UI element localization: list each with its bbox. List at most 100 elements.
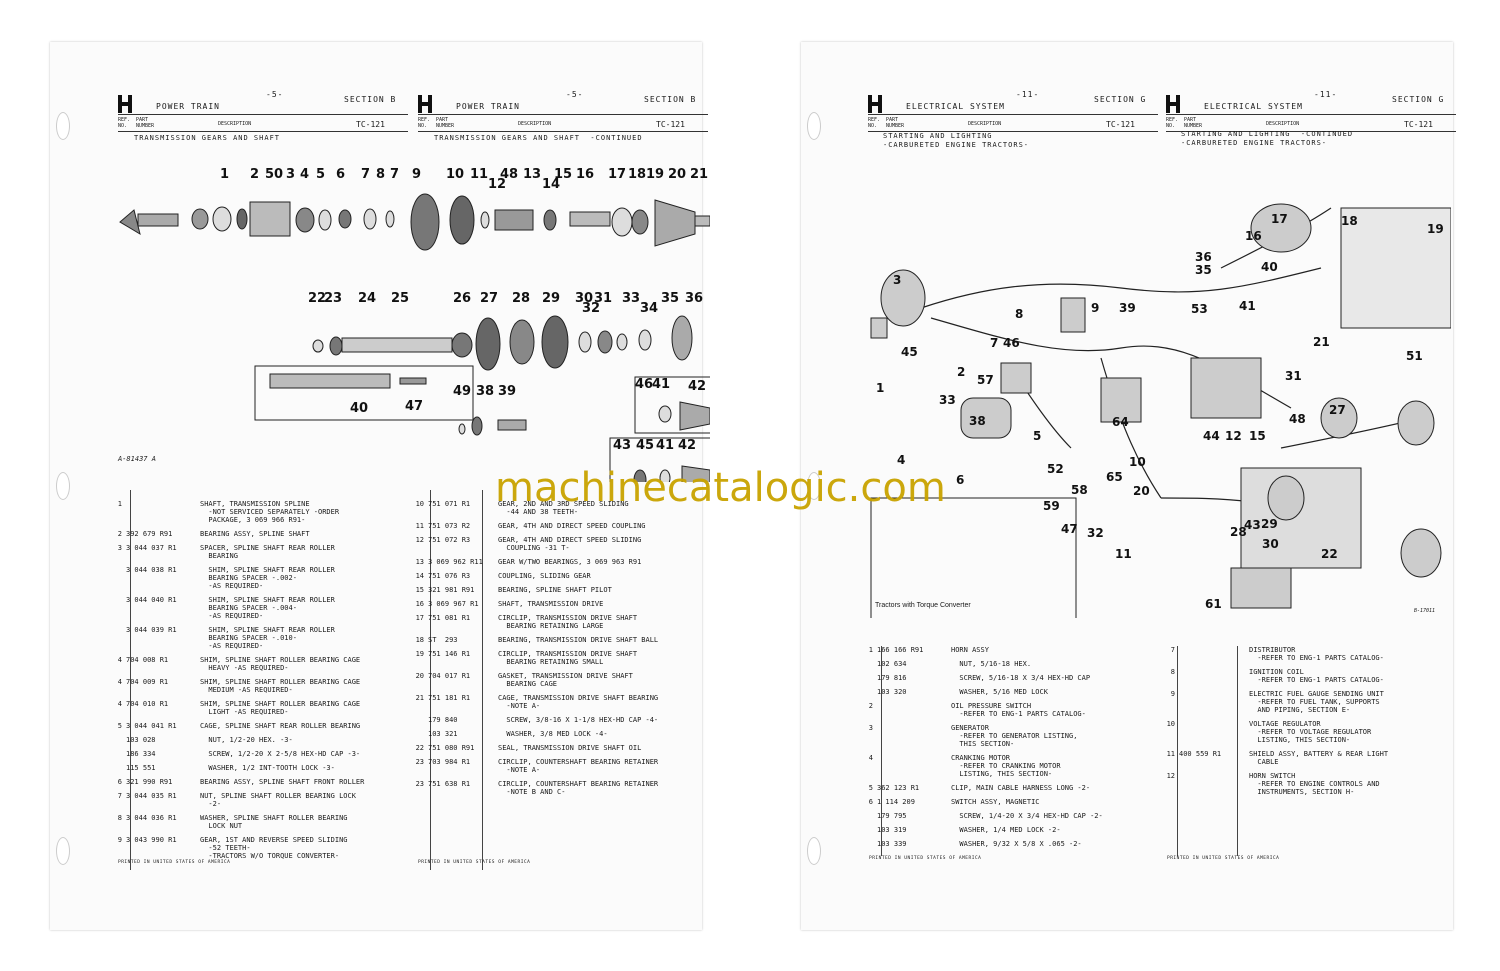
part-number: 400 559 R1 — [1179, 750, 1222, 758]
page-subtitle: STARTING AND LIGHTING -CARBURETED ENGINE… — [883, 132, 1030, 149]
ref-number: 10 — [415, 500, 424, 508]
column-headers: REF. NO. PART NUMBER DESCRIPTION — [118, 114, 408, 132]
right-catalog-sheet: ELECTRICAL SYSTEM -11- SECTION G REF. NO… — [801, 42, 1456, 930]
callout-label: 27 — [480, 291, 498, 306]
wiring-harness-diagram: 17 18 19 16 36 35 40 41 53 3 8 9 39 2 7 … — [870, 203, 1451, 618]
ref-number: 8 — [117, 814, 122, 822]
ref-number: 12 — [415, 536, 424, 544]
page-header: POWER TRAIN -5- SECTION B REF. NO. PART … — [118, 90, 418, 132]
ih-logo-icon — [868, 95, 882, 113]
part-number: 704 008 R1 — [126, 656, 169, 664]
callout-label: 2 — [957, 365, 965, 379]
callout-label: 25 — [391, 291, 409, 306]
column-divider — [130, 490, 131, 870]
part-number: 3 043 990 R1 — [126, 836, 177, 844]
callout-label: 46 — [1003, 336, 1020, 350]
part-description: CIRCLIP, COUNTERSHAFT BEARING RETAINER -… — [498, 780, 659, 796]
callout-label: 30 — [1262, 537, 1279, 551]
part-description: SHAFT, TRANSMISSION SPLINE -NOT SERVICED… — [200, 500, 340, 524]
binder-hole — [807, 472, 821, 500]
ref-number: 3 — [868, 724, 873, 732]
section-label: SECTION B — [644, 95, 697, 104]
part-number: 3 044 040 R1 — [126, 596, 177, 604]
ref-number: 11 — [415, 522, 424, 530]
part-description: SPACER, SPLINE SHAFT REAR ROLLER BEARING — [200, 544, 335, 560]
part-number: 3 069 962 R11 — [428, 558, 483, 566]
left-catalog-sheet: POWER TRAIN -5- SECTION B REF. NO. PART … — [50, 42, 710, 930]
callout-label: 65 — [1106, 470, 1123, 484]
callout-label: 41 — [652, 377, 670, 392]
callout-label: 7 — [990, 336, 998, 350]
part-description: CIRCLIP, COUNTERSHAFT BEARING RETAINER -… — [498, 758, 659, 774]
callout-label: 43 — [1244, 518, 1261, 532]
callout-label: 39 — [498, 384, 516, 399]
part-number: 751 076 R3 — [428, 572, 471, 580]
part-number: 392 679 R91 — [126, 530, 173, 538]
callout-label: 3 — [286, 167, 295, 182]
callout-label: 28 — [512, 291, 530, 306]
column-headers: REF. NO. PART NUMBER DESCRIPTION — [1166, 114, 1456, 132]
part-number: 103 320 — [877, 688, 907, 696]
part-number: 115 551 — [126, 764, 156, 772]
part-description: CAGE, TRANSMISSION DRIVE SHAFT BEARING -… — [498, 694, 659, 710]
callout-label: 11 — [1115, 547, 1132, 561]
callout-label: 1 — [876, 381, 884, 395]
callout-label: 36 — [1195, 250, 1212, 264]
callout-label: 34 — [640, 301, 658, 316]
callout-label: 10 — [446, 167, 464, 182]
part-description: SHIM, SPLINE SHAFT REAR ROLLER BEARING S… — [208, 566, 335, 590]
col-ref: REF. NO. — [868, 117, 881, 129]
transmission-exploded-diagram: 1 2 50 3 4 5 6 7 8 7 9 10 11 12 48 13 14… — [119, 167, 710, 482]
section-label: SECTION B — [344, 95, 397, 104]
callout-label: 53 — [1191, 302, 1208, 316]
ref-number: 6 — [117, 778, 122, 786]
ref-number: 4 — [117, 678, 122, 686]
part-description: COUPLING, SLIDING GEAR — [498, 572, 591, 580]
catalog-number: TC-121 — [1106, 120, 1135, 129]
callout-label: 22 — [308, 291, 326, 306]
part-description: SCREW, 1/2-20 X 2-5/8 HEX-HD CAP -3- — [200, 750, 361, 758]
section-label: SECTION G — [1392, 95, 1445, 104]
part-description: BEARING, SPLINE SHAFT PILOT — [498, 586, 612, 594]
callout-label: 4 — [300, 167, 309, 182]
part-number: 751 071 R1 — [428, 500, 471, 508]
callout-label: 6 — [956, 473, 964, 487]
ref-number: 2 — [868, 702, 873, 710]
part-number: 179 816 — [877, 674, 907, 682]
callout-label: 11 — [470, 167, 488, 182]
part-number: 751 081 R1 — [428, 614, 471, 622]
part-description: GEAR, 4TH AND DIRECT SPEED SLIDING COUPL… — [498, 536, 642, 552]
callout-label: 64 — [1112, 415, 1129, 429]
print-footer: PRINTED IN UNITED STATES OF AMERICA — [1167, 856, 1280, 861]
page-number: -5- — [566, 90, 584, 99]
part-number: 751 181 R1 — [428, 694, 471, 702]
part-description: SHAFT, TRANSMISSION DRIVE — [498, 600, 604, 608]
part-description: SHIM, SPLINE SHAFT ROLLER BEARING CAGE M… — [200, 678, 361, 694]
page-header: POWER TRAIN -5- SECTION B REF. NO. PART … — [418, 90, 718, 132]
part-description: GEAR, 2ND AND 3RD SPEED SLIDING -44 AND … — [498, 500, 629, 516]
callout-label: 4 — [897, 453, 905, 467]
part-description: WASHER, 3/8 MED LOCK -4- — [498, 730, 608, 738]
catalog-number: TC-121 — [356, 120, 385, 129]
ref-number: 13 — [415, 558, 424, 566]
callout-label: 17 — [1271, 212, 1288, 226]
part-description: BEARING ASSY, SPLINE SHAFT — [200, 530, 310, 538]
callout-label: 14 — [542, 177, 560, 192]
part-description: NUT, 5/16-18 HEX. — [951, 660, 1032, 668]
part-number: 751 638 R1 — [428, 780, 471, 788]
col-ref: REF. NO. — [418, 117, 431, 129]
column-headers: REF. NO. PART NUMBER DESCRIPTION — [868, 114, 1158, 132]
figure-number: B-17011 — [1414, 608, 1436, 614]
part-description: GENERATOR -REFER TO GENERATOR LISTING, T… — [951, 724, 1078, 748]
callout-label: 23 — [324, 291, 342, 306]
page-number: -5- — [266, 90, 284, 99]
ref-number: 4 — [117, 656, 122, 664]
part-number: 703 984 R1 — [428, 758, 471, 766]
page-header: ELECTRICAL SYSTEM -11- SECTION G REF. NO… — [868, 90, 1168, 132]
part-number: 179 840 — [428, 716, 458, 724]
figure-number: A-81437 A — [118, 455, 156, 463]
callout-label: 40 — [350, 401, 368, 416]
callout-label: 41 — [1239, 299, 1256, 313]
column-divider — [1237, 646, 1238, 856]
part-description: GEAR W/TWO BEARINGS, 3 069 963 R91 — [498, 558, 642, 566]
